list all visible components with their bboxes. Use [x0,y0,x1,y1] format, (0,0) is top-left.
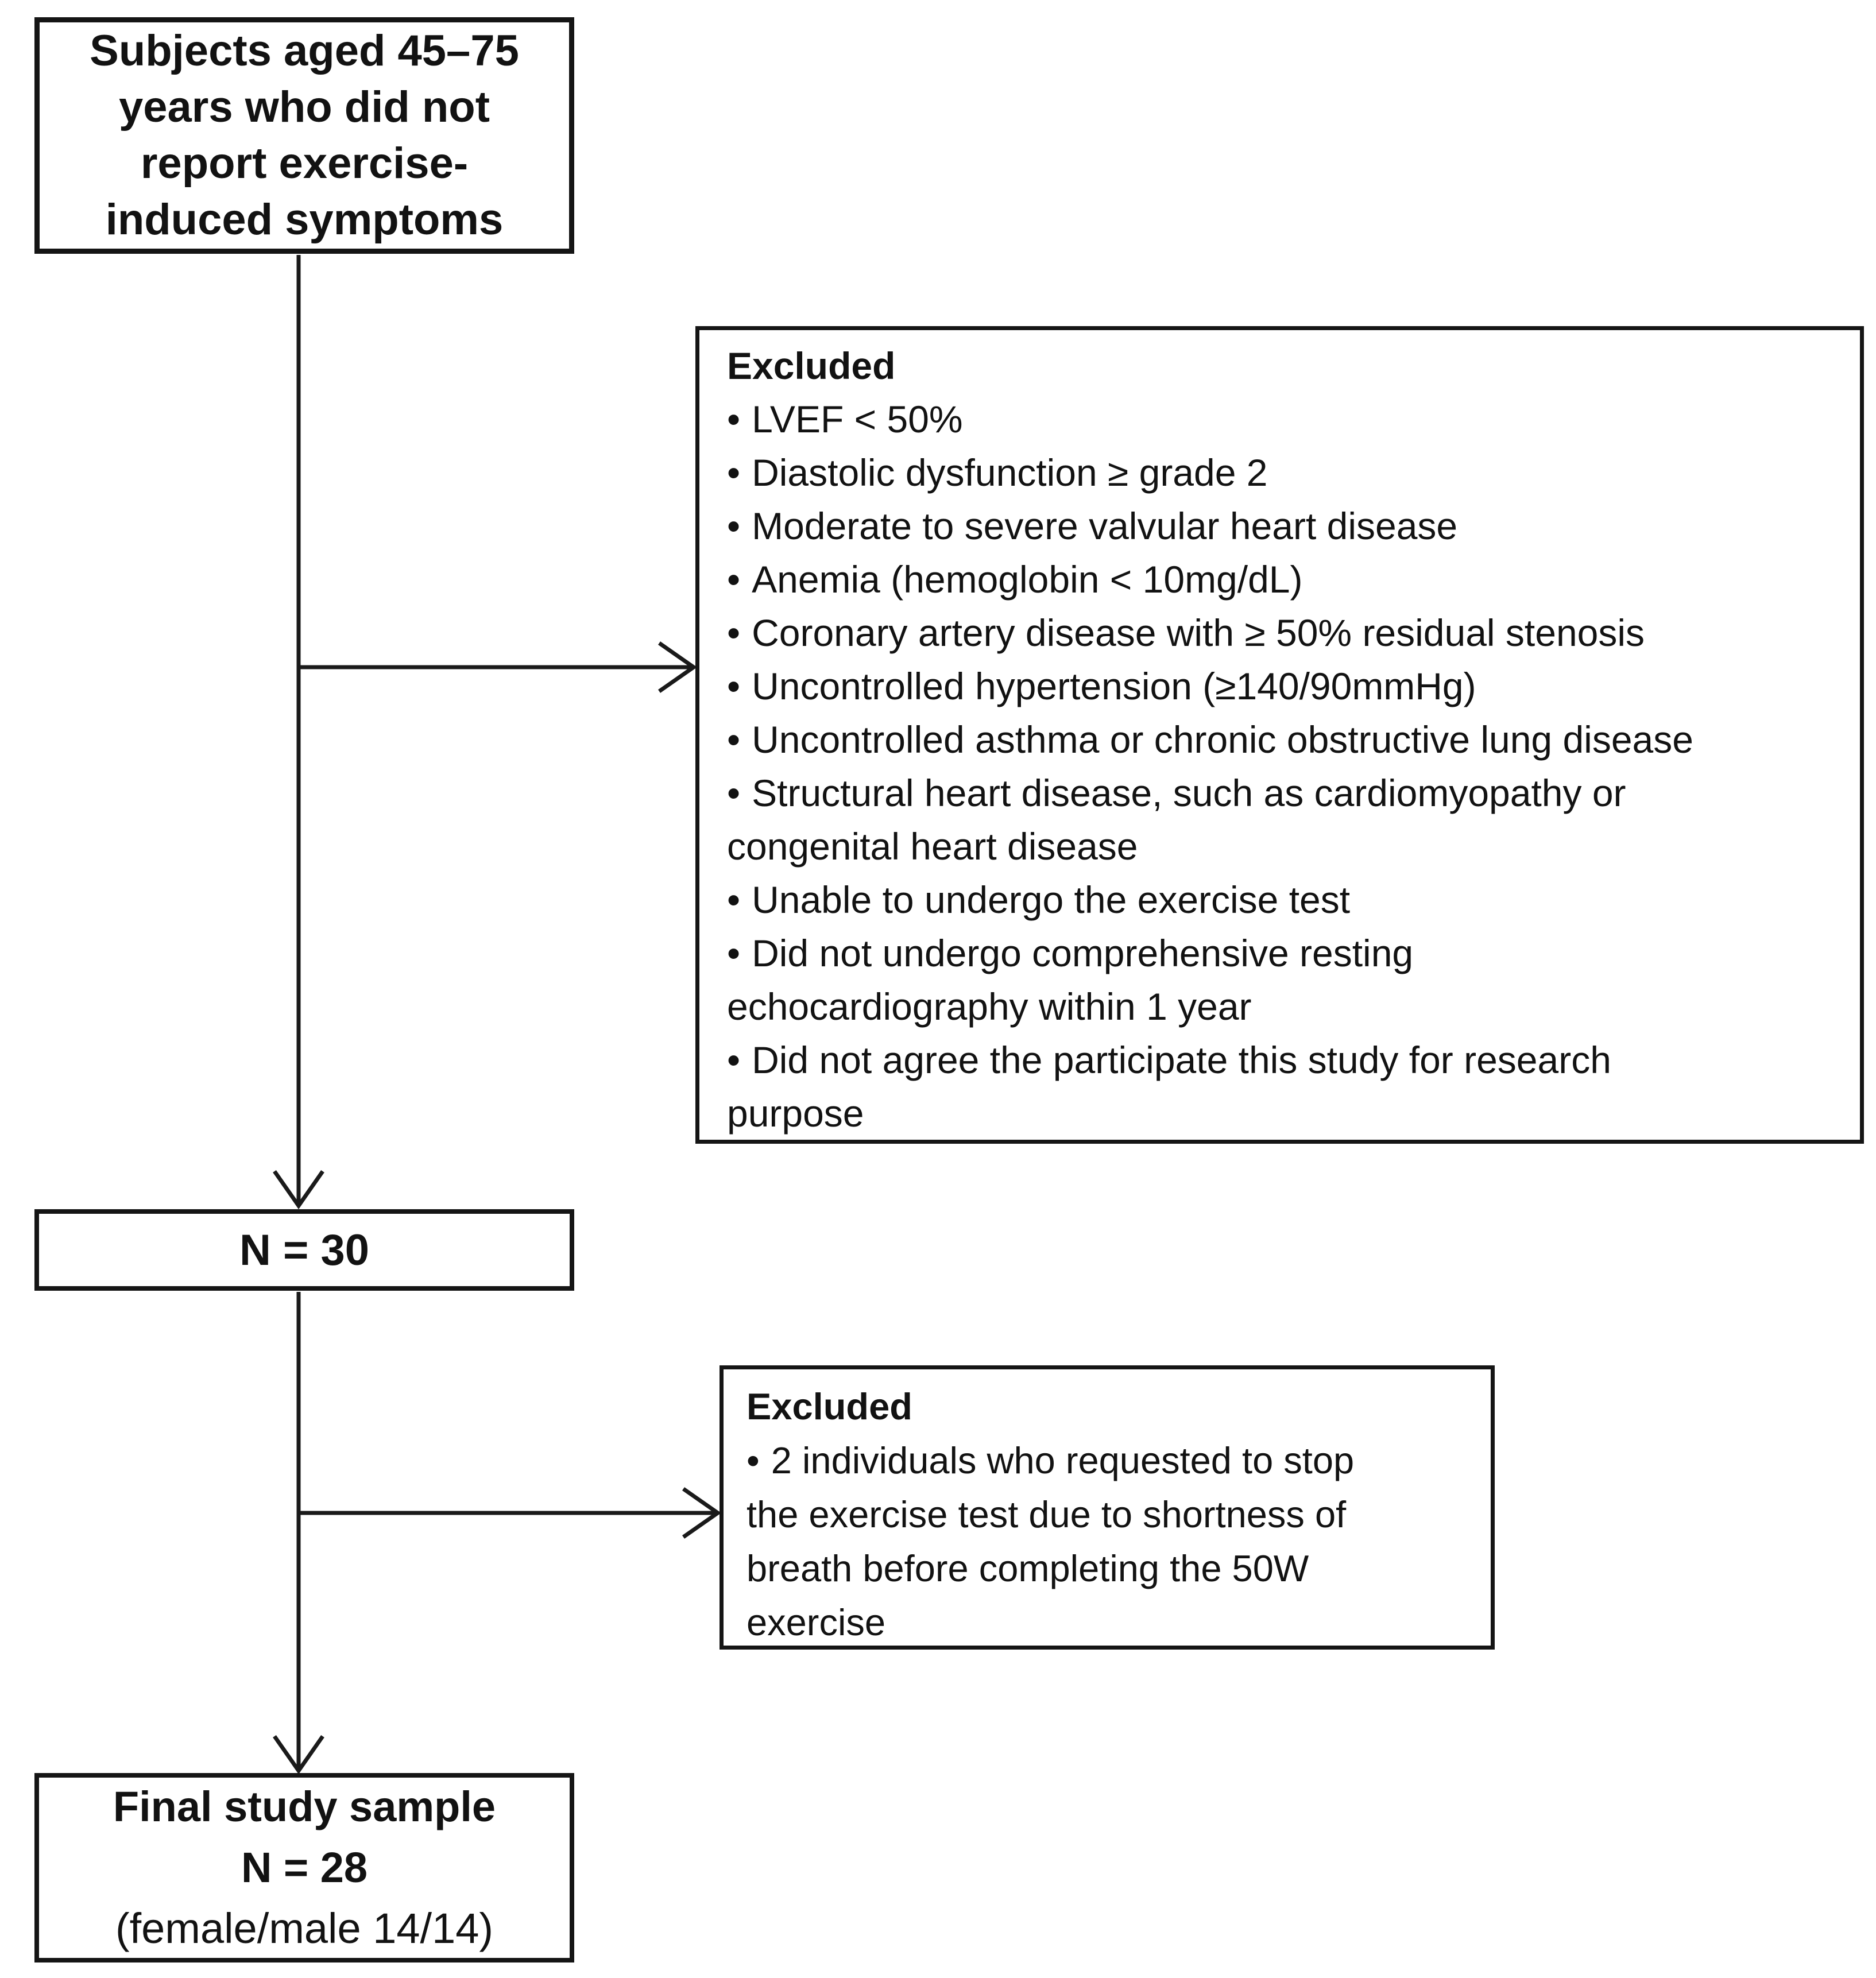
exclusion-item-continuation: purpose [727,1092,864,1135]
exclusion-box-2: Excluded • 2 individuals who requested to… [720,1365,1495,1650]
exclusion-item: • LVEF < 50% [727,393,1832,446]
exclusion-item-text: LVEF < 50% [752,398,963,440]
exclusion-item-text: Anemia (hemoglobin < 10mg/dL) [752,558,1303,601]
exclusion-item: • 2 individuals who requested to stop [746,1434,1468,1488]
exclusion-item-continuation: breath before completing the 50W [746,1547,1309,1589]
bullet-glyph: • [727,878,741,921]
bullet-glyph: • [727,611,741,654]
final-sample-sex-split: (female/male 14/14) [115,1905,494,1952]
exclusion-box-1: Excluded • LVEF < 50% • Diastolic dysfunct… [695,326,1864,1144]
population-line: Subjects aged 45–75 [90,26,519,75]
exclusion-item-text: Moderate to severe valvular heart diseas… [752,505,1458,547]
population-line: induced symptoms [105,195,504,244]
arrowhead-right-1-icon [657,641,698,693]
bullet-glyph: • [727,505,741,547]
exclusion-item: • Uncontrolled asthma or chronic obstruct… [727,713,1832,767]
exclusion-item-text: Coronary artery disease with ≥ 50% resid… [752,611,1645,654]
bullet-glyph: • [727,451,741,494]
exclusion-item-continuation: exercise [746,1601,886,1643]
exclusion-item-text: Diastolic dysfunction ≥ grade 2 [752,451,1268,494]
exclusion-item: • Diastolic dysfunction ≥ grade 2 [727,446,1832,500]
exclusion-item: • Uncontrolled hypertension (≥140/90mmHg) [727,660,1832,713]
arrowhead-down-1-icon [273,1170,324,1210]
exclusion-title: Excluded [727,344,896,387]
exclusion-item-text: Unable to undergo the exercise test [752,878,1351,921]
bullet-glyph: • [727,772,741,814]
final-sample-title: Final study sample [113,1783,496,1830]
exclusion-item-text: Uncontrolled asthma or chronic obstructi… [752,718,1693,761]
exclusion-item-text: 2 individuals who requested to stop [771,1439,1355,1481]
population-line: years who did not [118,83,490,131]
final-sample-count: N = 28 [241,1844,368,1891]
exclusion-item-continuation: congenital heart disease [727,825,1138,868]
exclusion-item: • Unable to undergo the exercise test [727,873,1832,927]
bullet-glyph: • [727,932,741,974]
exclusion-title: Excluded [746,1385,912,1427]
bullet-glyph: • [746,1439,760,1481]
population-line: report exercise- [140,139,469,188]
bullet-glyph: • [727,665,741,707]
exclusion-item: • Moderate to severe valvular heart disea… [727,500,1832,553]
bullet-glyph: • [727,718,741,761]
arrowhead-right-2-icon [682,1487,722,1539]
exclusion-item: • Coronary artery disease with ≥ 50% resi… [727,606,1832,660]
arrowhead-down-2-icon [273,1735,324,1775]
bullet-glyph: • [727,1039,741,1081]
exclusion-item-text: Structural heart disease, such as cardio… [752,772,1626,814]
exclusion-item: • Did not agree the participate this stud… [727,1033,1832,1087]
exclusion-item-continuation: echocardiography within 1 year [727,985,1252,1028]
population-box: Subjects aged 45–75 years who did not re… [34,17,574,254]
enrolled-count-box: N = 30 [34,1209,574,1291]
enrolled-count-label: N = 30 [239,1225,370,1275]
exclusion-item-text: Did not agree the participate this study… [752,1039,1611,1081]
bullet-glyph: • [727,398,741,440]
exclusion-item-text: Did not undergo comprehensive resting [752,932,1414,974]
final-sample-box: Final study sample N = 28 (female/male 1… [34,1773,574,1962]
exclusion-item: • Anemia (hemoglobin < 10mg/dL) [727,553,1832,606]
exclusion-item-continuation: the exercise test due to shortness of [746,1493,1347,1535]
exclusion-item-text: Uncontrolled hypertension (≥140/90mmHg) [752,665,1476,707]
bullet-glyph: • [727,558,741,601]
exclusion-item: • Structural heart disease, such as cardi… [727,767,1832,820]
exclusion-item: • Did not undergo comprehensive resting [727,927,1832,980]
